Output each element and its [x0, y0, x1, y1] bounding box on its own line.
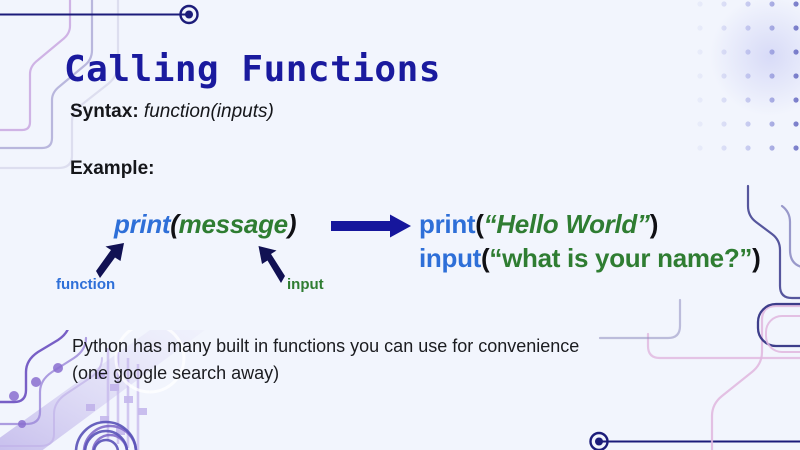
expression-function-name: input	[419, 243, 482, 273]
syntax-separator: :	[132, 101, 144, 122]
expression-function-name: print	[419, 209, 476, 239]
expression-example-print: print(“Hello World”)	[419, 209, 658, 240]
expression-argument: “what is your name?”	[489, 243, 753, 273]
expression-open-paren: (	[475, 209, 484, 239]
expression-argument: “Hello World”	[483, 209, 650, 239]
expression-example-input: input(“what is your name?”)	[419, 243, 761, 274]
example-label: Example:	[70, 158, 155, 179]
expression-close-paren: )	[752, 243, 761, 273]
expression-function-name: print	[114, 209, 171, 239]
expression-close-paren: )	[649, 209, 659, 239]
footnote-text: Python has many built in functions you c…	[72, 336, 580, 383]
syntax-line: Syntax: function(inputs)	[70, 101, 274, 123]
callout-label-function: function	[56, 276, 116, 293]
expression-open-paren: (	[481, 243, 490, 273]
page-title: Calling Functions	[64, 49, 441, 90]
expression-template: print(message)	[114, 209, 297, 240]
expression-close-paren: )	[287, 209, 297, 239]
syntax-value: function(inputs)	[143, 101, 274, 122]
expression-open-paren: (	[170, 209, 179, 239]
syntax-label: Syntax	[70, 101, 133, 122]
expression-argument: message	[178, 209, 289, 239]
callout-label-input: input	[287, 276, 324, 293]
